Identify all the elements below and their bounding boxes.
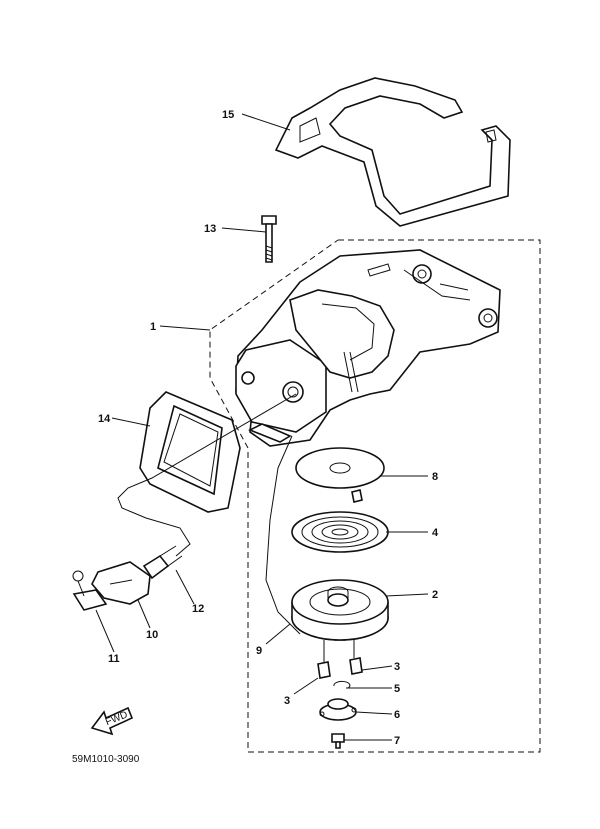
callout-2: 2 — [432, 589, 438, 601]
part-9-rope — [265, 435, 301, 635]
callout-3-left: 3 — [284, 695, 290, 707]
part-14-grommet — [139, 391, 241, 513]
part-3-pawls — [317, 640, 363, 679]
leader-lines — [95, 113, 429, 741]
callout-15: 15 — [222, 109, 234, 121]
part-5-clip — [333, 680, 351, 689]
callout-11: 11 — [108, 653, 120, 665]
part-7-screw — [331, 733, 345, 749]
callout-8: 8 — [432, 471, 438, 483]
callout-10: 10 — [146, 629, 158, 641]
part-2-reel — [291, 579, 389, 641]
callout-4: 4 — [432, 527, 439, 539]
callout-3-right: 3 — [394, 661, 400, 673]
assembly-boundary — [209, 239, 541, 753]
fwd-arrow-icon: FWD — [90, 706, 134, 736]
callout-7: 7 — [394, 735, 400, 747]
starter-rope — [117, 393, 297, 557]
drawing-code: 59M1010-3090 — [72, 754, 140, 765]
callout-5: 5 — [394, 683, 400, 695]
part-13-bolt — [261, 215, 277, 263]
part-15-bracket — [274, 77, 511, 227]
part-8-plate — [295, 447, 385, 489]
part-12-link — [142, 545, 183, 580]
part-6-drive-plate — [319, 698, 357, 721]
callout-12: 12 — [192, 603, 204, 615]
callout-13: 13 — [204, 223, 216, 235]
callout-6: 6 — [394, 709, 400, 721]
callout-9: 9 — [256, 645, 262, 657]
part-1-starter-housing — [235, 249, 501, 447]
callout-14: 14 — [98, 413, 111, 425]
callout-1: 1 — [150, 321, 156, 333]
part-11-insert — [72, 570, 108, 611]
part-10-handle — [91, 561, 151, 605]
part-4-spring — [291, 489, 389, 553]
